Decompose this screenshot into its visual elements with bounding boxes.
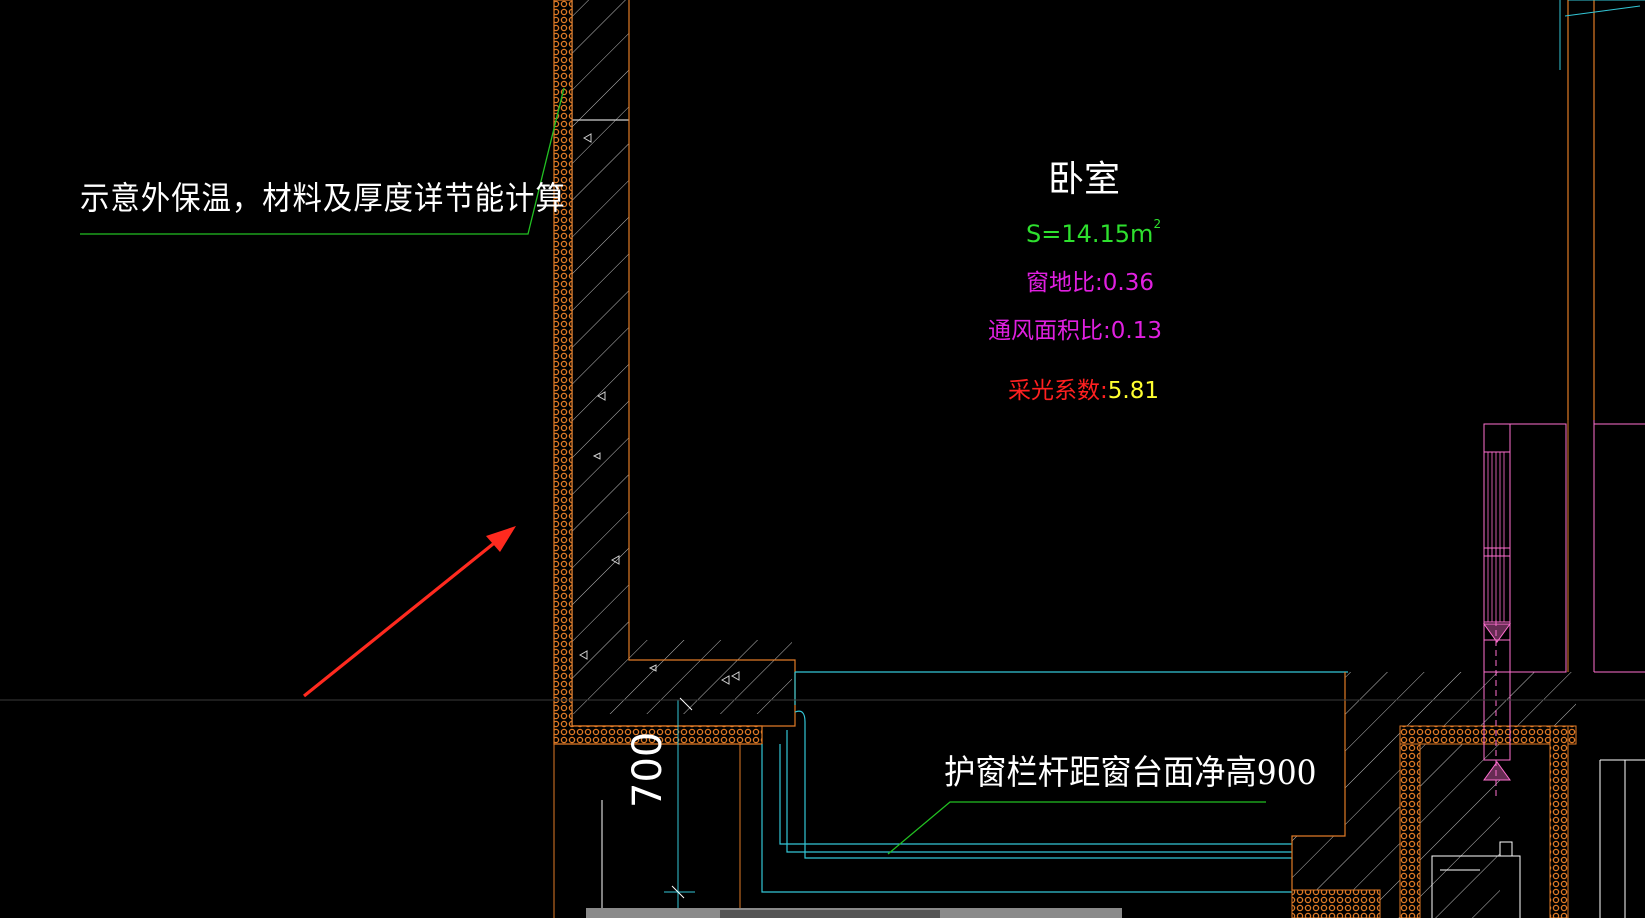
right-wall [1291,0,1645,918]
left-exterior-wall [553,0,796,918]
room-area: S=14.15m2 [1026,218,1161,248]
railing-note: 护窗栏杆距窗台面净高900 [944,753,1317,793]
ventilation-ratio: 通风面积比:0.13 [988,320,1162,343]
bay-window-sill [586,671,1348,918]
insulation-note: 示意外保温，材料及厚度详节能计算 [80,179,566,217]
dimension-700-marks [671,697,693,899]
room-area-unit-sup: 2 [1153,217,1162,231]
daylight-factor-value: 5.81 [1107,378,1159,404]
room-name: 卧室 [1048,159,1121,200]
dimension-700: 700 [625,731,671,808]
daylight-factor-label: 采光系数: [1008,378,1108,404]
window-floor-ratio-label: 窗地比: [1026,270,1103,296]
window-floor-ratio: 窗地比:0.36 [1026,272,1154,295]
daylight-factor: 采光系数:5.81 [1008,380,1159,403]
room-area-label: S=14.15m [1026,220,1154,248]
ventilation-ratio-label: 通风面积比: [988,318,1111,344]
window-floor-ratio-value: 0.36 [1102,270,1154,296]
insulation-leader-line [80,87,565,235]
railing-leader-line [887,801,1266,855]
red-arrow [302,526,516,698]
pink-fixture [1483,423,1645,800]
ventilation-ratio-value: 0.13 [1110,318,1162,344]
